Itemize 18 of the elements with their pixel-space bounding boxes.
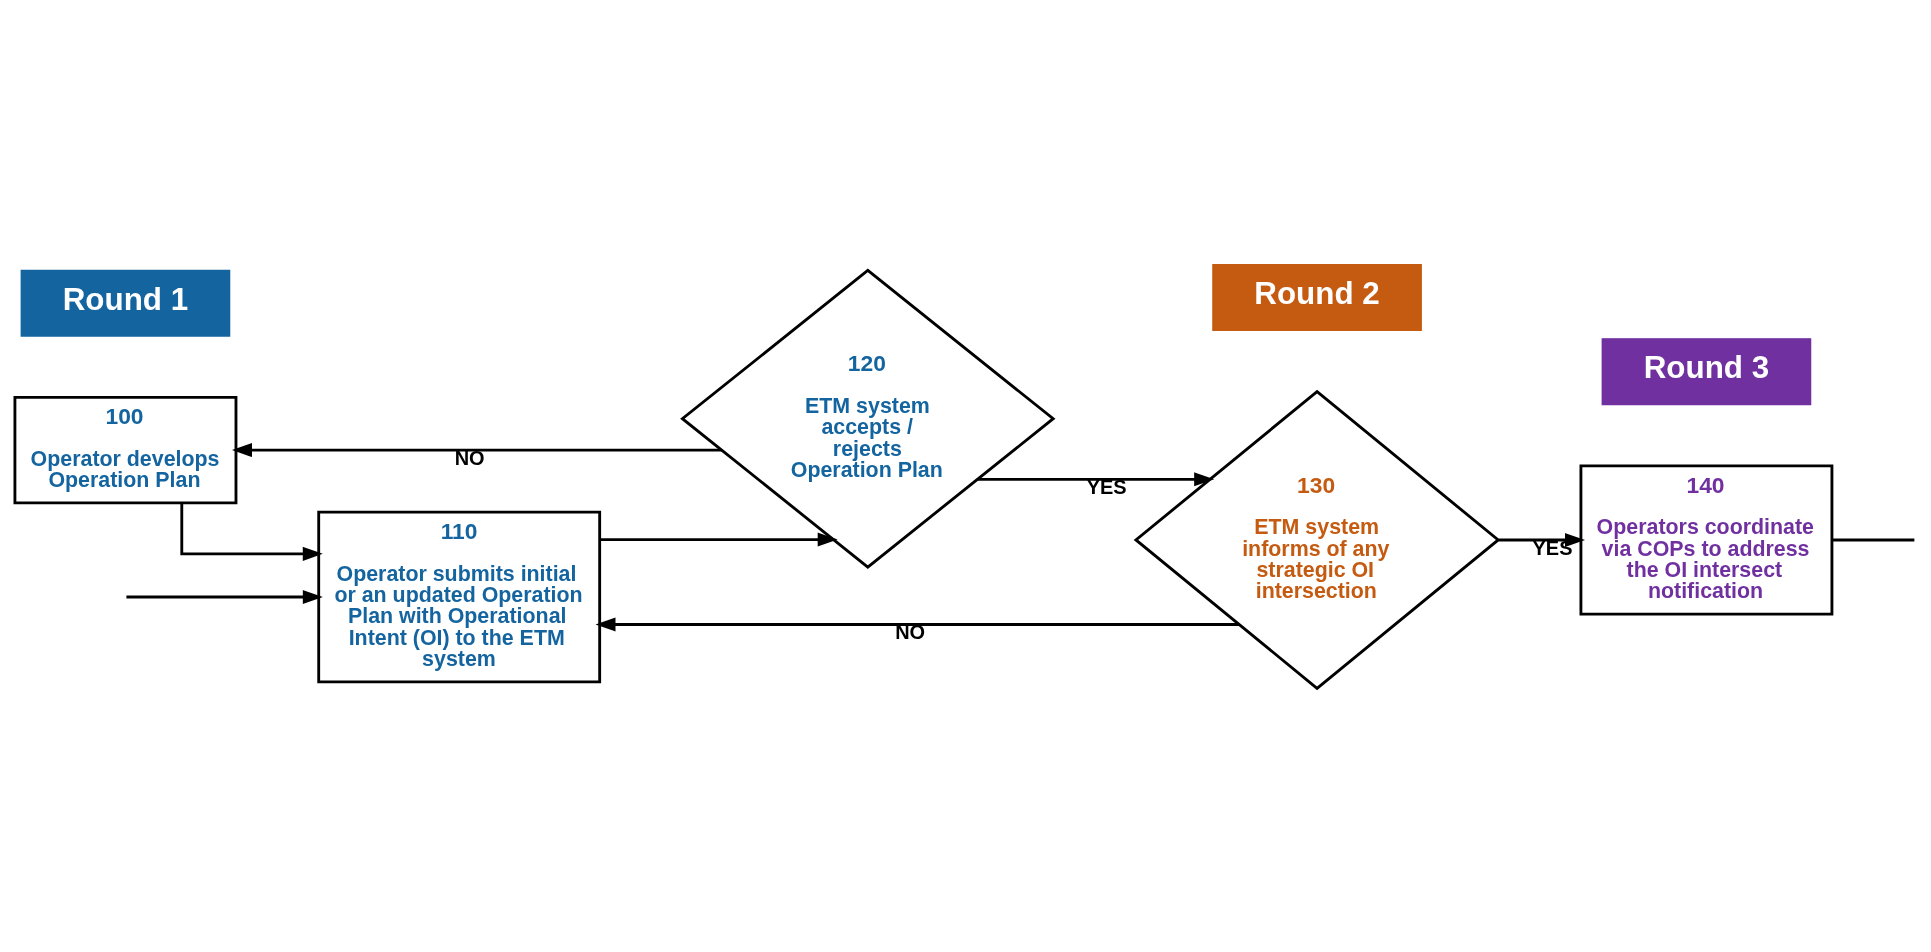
node-box: 140 Operators coordinate via COPs to address the OI intersect notification bbox=[1579, 463, 1834, 616]
arrow bbox=[599, 532, 838, 547]
arrow bbox=[977, 471, 1215, 486]
node-box: Round 3 bbox=[1601, 337, 1812, 405]
edge-label: NO bbox=[454, 446, 485, 469]
arrow bbox=[595, 616, 1240, 631]
edge-label: YES bbox=[1086, 475, 1127, 498]
node-box: Round 2 bbox=[1212, 263, 1422, 331]
arrow bbox=[180, 502, 323, 561]
node-box: Round 1 bbox=[20, 269, 231, 337]
arrow bbox=[126, 589, 323, 604]
node-diamond: 120 ETM system accepts / rejects Operation Plan bbox=[680, 268, 1056, 569]
connector bbox=[1832, 538, 1915, 541]
node-diamond: 130 ETM system informs of any strategic OI intersection bbox=[1133, 389, 1501, 690]
arrow bbox=[1498, 532, 1585, 547]
arrow bbox=[232, 442, 722, 457]
node-box: 110 Operator submits initial or an updated Operation Plan with Operational Intent (OI) to the ETM system bbox=[317, 510, 602, 683]
node-box: 100 Operator develops Operation Plan bbox=[13, 395, 238, 504]
